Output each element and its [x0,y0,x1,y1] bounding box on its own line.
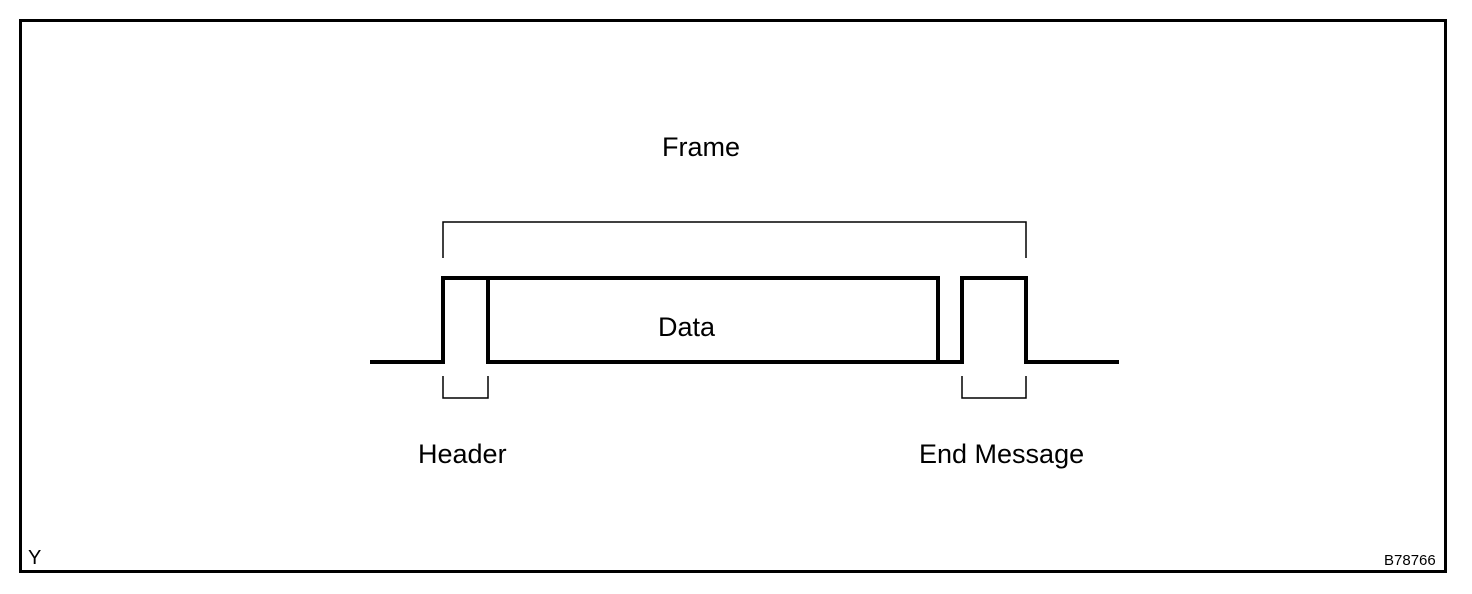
corner-mark: Y [28,547,42,569]
data-label: Data [658,312,716,342]
end-message-label: End Message [919,439,1085,469]
frame-label: Frame [662,132,741,162]
end-message-bracket [961,376,1027,399]
header-bracket [442,376,489,399]
signal-waveform [370,276,1119,364]
header-label: Header [418,439,507,469]
frame-bracket [442,221,1027,258]
diagram-border [19,19,1447,573]
figure-code: B78766 [1384,552,1436,569]
